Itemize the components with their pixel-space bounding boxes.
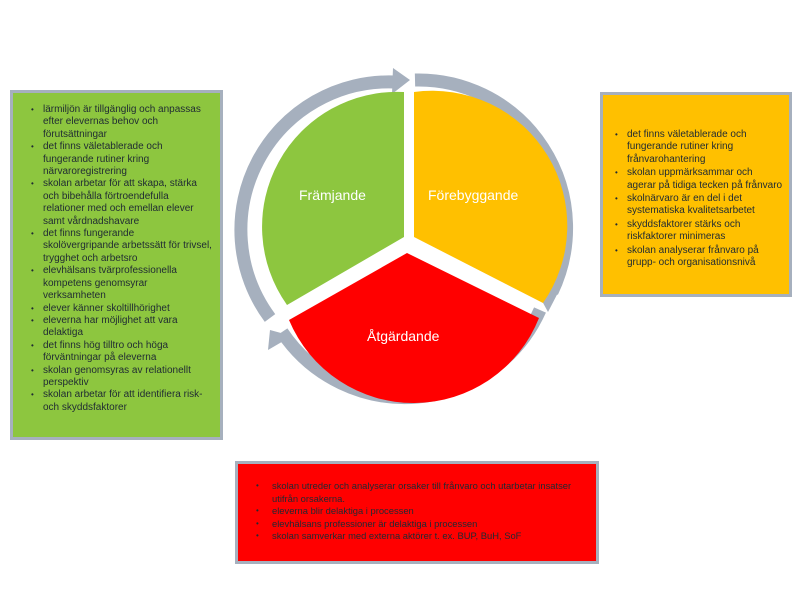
label-forebyggande: Förebyggande <box>428 187 519 203</box>
list-item: det finns hög tilltro och höga förväntni… <box>29 340 212 365</box>
list-item: elevhälsans tvärprofessionella kompetens… <box>29 265 212 302</box>
segment-forebyggande <box>414 90 568 303</box>
list-item: skyddsfaktorer stärks och riskfaktorer m… <box>613 219 783 244</box>
list-item: det finns fungerande skolövergripande ar… <box>29 228 212 265</box>
list-item: skolan analyserar frånvaro på grupp- och… <box>613 245 783 270</box>
segment-atgardande <box>289 253 539 404</box>
list-item: skolan utreder och analyserar orsaker ti… <box>254 480 588 505</box>
label-framjande: Främjande <box>299 187 366 203</box>
list-item: skolan genomsyras av relationellt perspe… <box>29 365 212 390</box>
list-item: elevhälsans professioner är delaktiga i … <box>254 518 588 531</box>
arrow-ring-green <box>234 75 396 322</box>
list-item: det finns väletablerade och fungerande r… <box>613 129 783 166</box>
list-item: elever känner skoltillhörighet <box>29 303 212 316</box>
list-item: lärmiljön är tillgänglig och anpassas ef… <box>29 104 212 141</box>
list-item: skolan uppmärksammar och agerar på tidig… <box>613 167 783 192</box>
list-item: skolnärvaro är en del i det systematiska… <box>613 193 783 218</box>
forebyggande-box: det finns väletablerade och fungerande r… <box>600 92 792 297</box>
framjande-box: lärmiljön är tillgänglig och anpassas ef… <box>10 90 223 440</box>
segment-framjande <box>262 91 404 305</box>
list-item: det finns väletablerade och fungerande r… <box>29 141 212 178</box>
arrow-head-left <box>268 330 292 350</box>
list-item: skolan arbetar för att identifiera risk-… <box>29 389 212 414</box>
list-item: eleverna blir delaktiga i processen <box>254 505 588 518</box>
arrow-head-top <box>392 68 410 94</box>
label-atgardande: Åtgärdande <box>367 328 440 344</box>
list-item: skolan samverkar med externa aktörer t. … <box>254 530 588 543</box>
atgardande-box: skolan utreder och analyserar orsaker ti… <box>235 461 599 564</box>
list-item: skolan arbetar för att skapa, stärka och… <box>29 178 212 228</box>
list-item: eleverna har möjlighet att vara delaktig… <box>29 315 212 340</box>
